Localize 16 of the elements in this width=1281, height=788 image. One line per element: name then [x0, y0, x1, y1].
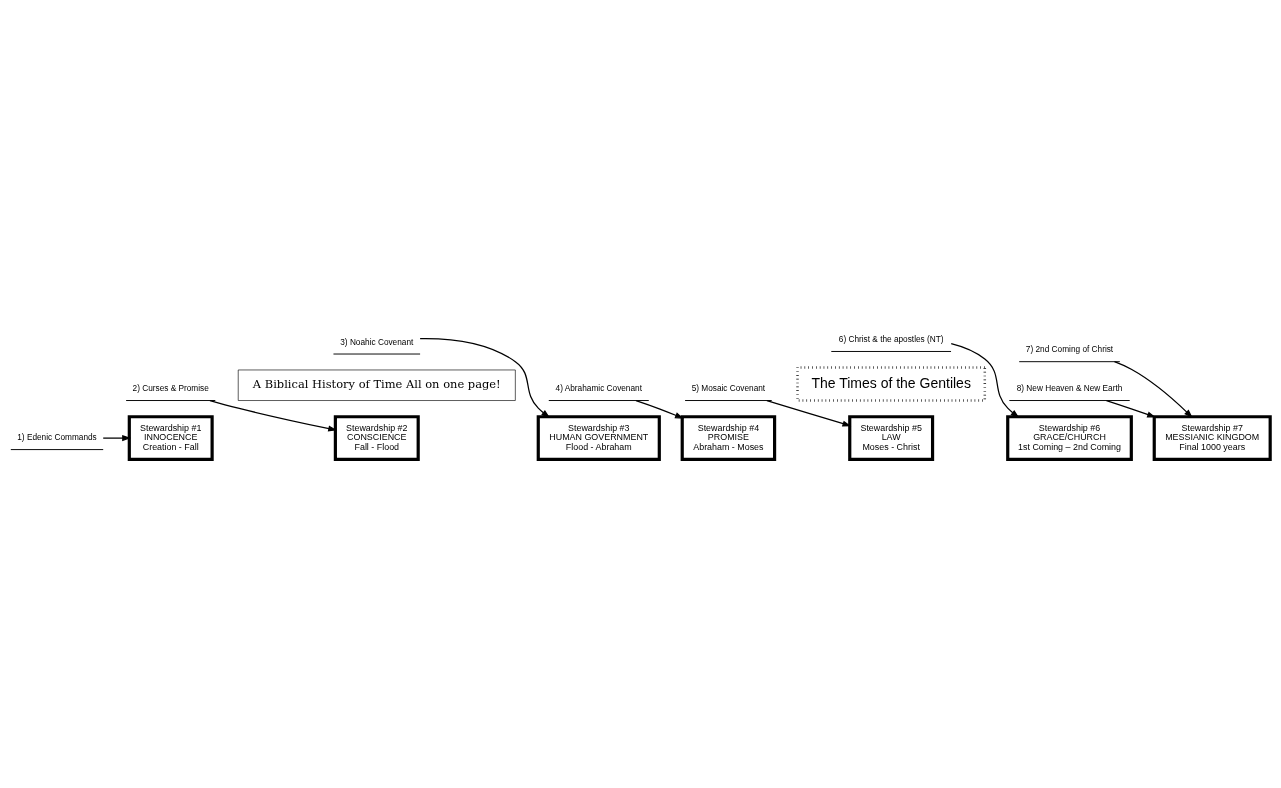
arrow	[1105, 399, 1157, 418]
arrow	[766, 399, 852, 427]
node-box: Stewardship #2 CONSCIENCE Fall - Flood	[333, 415, 420, 462]
node-box: The Times of the Gentiles	[796, 366, 987, 402]
node-box: Stewardship #6 GRACE/CHURCH 1st Coming – 2nd Coming	[1006, 415, 1133, 462]
node-box: Stewardship #7 MESSIANIC KINGDOM Final 1000 years	[1152, 415, 1272, 462]
node-box: Stewardship #3 HUMAN GOVERNMENT Flood - Abraham	[536, 415, 661, 462]
node-box: Stewardship #5 LAW Moses - Christ	[848, 415, 935, 462]
arrow	[102, 435, 132, 442]
arrow	[1113, 361, 1193, 418]
arrow	[419, 337, 551, 418]
node-box: Stewardship #1 INNOCENCE Creation - Fall	[127, 415, 214, 462]
node-box: A Biblical History of Time All on one page!	[237, 369, 516, 401]
arrow	[635, 399, 684, 419]
node-box: Stewardship #4 PROMISE Abraham - Moses	[680, 415, 777, 462]
arrow	[950, 343, 1020, 418]
